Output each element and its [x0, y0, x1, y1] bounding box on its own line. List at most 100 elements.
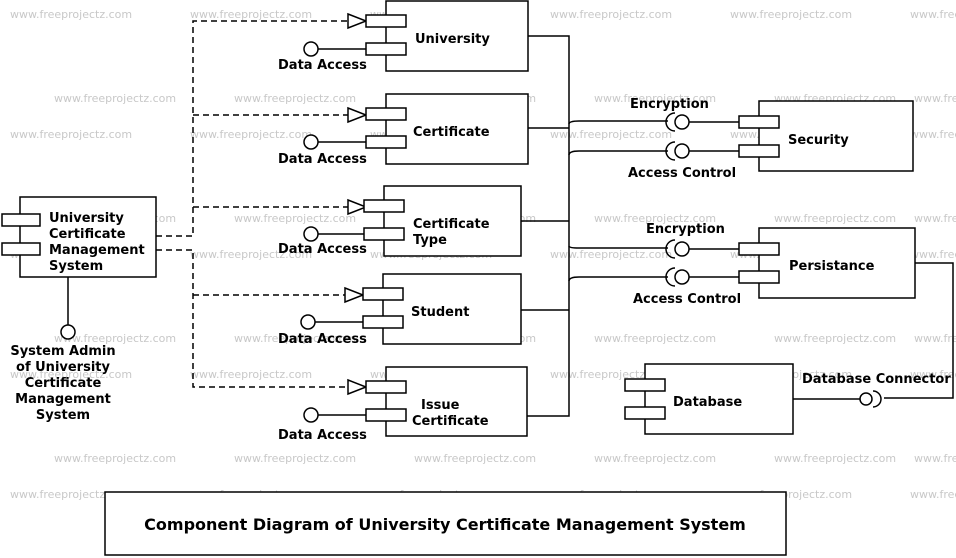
watermark-text: www.freeprojectz.com [190, 368, 312, 381]
component-port-icon [1, 242, 41, 256]
data-access-label: Data Access [278, 152, 367, 167]
watermark-text: www.freeprojectz.com [10, 368, 132, 381]
socket-icon [665, 239, 676, 259]
arrowhead-icon [347, 378, 369, 396]
watermark-text: www.freeprojectz.com [910, 248, 956, 261]
watermark-text: www.freeprojectz.com [54, 452, 176, 465]
svg-text:System: System [36, 408, 90, 423]
svg-text:Certificate: Certificate [25, 376, 102, 391]
encryption-label: Encryption [646, 222, 725, 237]
component-port-icon [363, 227, 405, 241]
svg-text:Management: Management [15, 392, 111, 407]
arrowhead-icon [347, 198, 369, 216]
component-port-icon [1, 213, 41, 227]
component-port-icon [624, 378, 666, 392]
data-access-label: Data Access [278, 58, 367, 73]
socket-icon [665, 112, 676, 132]
arrowhead-icon [347, 12, 369, 30]
watermark-text: www.freeprojectz.com [190, 248, 312, 261]
interface-circle-icon [674, 114, 690, 130]
component-port-icon [362, 287, 404, 301]
diagram-caption: Component Diagram of University Certific… [104, 491, 787, 556]
university-label: University [415, 32, 490, 47]
data-access-label: Data Access [278, 242, 367, 257]
watermark-text: www.freeprojectz.com [234, 212, 356, 225]
university-component[interactable]: University Data Access [278, 0, 529, 73]
interface-circle-icon [674, 241, 690, 257]
arrowhead-icon [344, 286, 366, 304]
watermark-text: www.freeprojectz.com [414, 452, 536, 465]
watermark-text: www.freeprojectz.com [54, 332, 176, 345]
database-component[interactable]: Database Database Connector [624, 363, 951, 435]
watermark-text: www.freeprojectz.com [594, 332, 716, 345]
watermark-text: www.freeprojectz.com [914, 212, 956, 225]
watermark-text: www.freeprojectz.com [234, 332, 356, 345]
access-control-label: Access Control [628, 166, 736, 181]
component-port-icon [738, 242, 780, 256]
ucms-label-3: Management [49, 243, 145, 258]
watermark-text: www.freeprojectz.com [910, 128, 956, 141]
interface-circle-icon [303, 41, 319, 57]
interface-circle-icon [300, 314, 316, 330]
svg-text:System Admin: System Admin [10, 344, 115, 359]
data-access-label: Data Access [278, 428, 367, 443]
watermark-text: www.freeprojectz.com [550, 248, 672, 261]
watermark-text: www.freeprojectz.com [594, 212, 716, 225]
data-access-label: Data Access [278, 332, 367, 347]
socket-icon [665, 141, 676, 161]
watermark-text: www.freeprojectz.com [910, 488, 956, 501]
student-label: Student [411, 305, 469, 320]
certificate-type-component[interactable]: Certificate Type Data Access [278, 185, 522, 257]
interface-circle-icon [674, 143, 690, 159]
security-component[interactable]: Security Encryption Access Control [628, 97, 914, 181]
watermark-text: www.freeprojectz.com [594, 452, 716, 465]
socket-icon [872, 390, 882, 408]
database-connector-label: Database Connector [802, 372, 951, 387]
component-port-icon [365, 380, 407, 394]
database-label: Database [673, 395, 742, 410]
interface-circle-icon [60, 324, 76, 340]
issue-certificate-component[interactable]: Issue Certificate Data Access [278, 366, 528, 443]
watermark-text: www.freeprojectz.com [10, 488, 132, 501]
component-port-icon [624, 406, 666, 420]
interface-circle-icon [303, 226, 319, 242]
persistance-component[interactable]: Persistance Encryption Access Control [633, 222, 954, 399]
caption-text: Component Diagram of University Certific… [144, 515, 746, 534]
encryption-label: Encryption [630, 97, 709, 112]
persistance-label: Persistance [789, 259, 875, 274]
watermark-text: www.freeprojectz.com [550, 368, 672, 381]
interface-circle-icon [303, 407, 319, 423]
component-port-icon [365, 408, 407, 422]
watermark-text: www.freeprojectz.com [774, 212, 896, 225]
access-control-label: Access Control [633, 292, 741, 307]
interface-circle-icon [303, 134, 319, 150]
svg-text:of University: of University [16, 360, 110, 375]
watermark-text: www.freeprojectz.com [914, 92, 956, 105]
component-port-icon [365, 107, 407, 121]
component-port-icon [738, 115, 780, 129]
ucms-component[interactable]: University Certificate Management System [1, 196, 157, 278]
watermark-text: www.freeprojectz.com [914, 452, 956, 465]
component-port-icon [363, 199, 405, 213]
watermark-text: www.freeprojectz.com [234, 452, 356, 465]
student-component[interactable]: Student Data Access [278, 273, 522, 347]
svg-text:Certificate: Certificate [413, 217, 490, 232]
certificate-component[interactable]: Certificate Data Access [278, 93, 529, 167]
watermark-text: www.freeprojectz.com [594, 92, 716, 105]
arrowhead-icon [347, 106, 369, 124]
component-port-icon [362, 315, 404, 329]
component-port-icon [365, 135, 407, 149]
interface-circle-icon [674, 269, 690, 285]
connector-bus [521, 35, 668, 417]
watermark-text: www.freeprojectz.com [774, 332, 896, 345]
watermark-text: www.freeprojectz.com [550, 128, 672, 141]
interface-circle-icon [859, 392, 873, 406]
watermark-text: www.freeprojectz.com [774, 452, 896, 465]
watermark-text: www.freeprojectz.com [10, 128, 132, 141]
watermark-text: www.freeprojectz.com [914, 332, 956, 345]
ucms-label-2: Certificate [49, 227, 126, 242]
certificate-label: Certificate [413, 125, 490, 140]
component-port-icon [365, 42, 407, 56]
security-label: Security [788, 133, 849, 148]
